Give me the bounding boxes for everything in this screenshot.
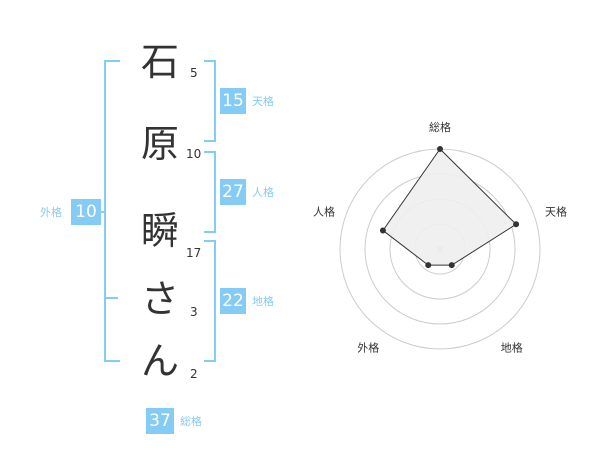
chikaku-label: 地格: [252, 295, 274, 308]
radar-point-4: [425, 262, 432, 269]
gaikaku-value: 10: [71, 199, 101, 225]
soukaku-label: 総格: [180, 415, 202, 428]
radar-point-2: [513, 221, 520, 228]
radar-axis-label-1: 総格: [429, 120, 451, 134]
jinkaku-value: 27: [220, 179, 246, 205]
stroke-count-4: 3: [190, 305, 198, 319]
gaikaku-bracket: [104, 60, 120, 362]
stroke-count-3: 17: [186, 246, 202, 260]
name-char-3: 瞬: [141, 209, 180, 253]
stroke-count-5: 2: [190, 367, 198, 381]
jinkaku-label: 人格: [252, 186, 274, 199]
name-char-2: 原: [141, 122, 180, 166]
radar-axis-label-2: 天格: [545, 204, 567, 218]
radar-point-1: [437, 146, 443, 152]
radar-axis-label-5: 人格: [313, 204, 335, 218]
radar-point-5: [379, 227, 386, 234]
gaikaku-bracket-mid: [104, 297, 118, 299]
chikaku-value: 22: [220, 288, 246, 314]
stroke-count-2: 10: [186, 147, 202, 161]
radar-area: [382, 148, 517, 266]
chikaku-bracket: [204, 240, 216, 362]
jinkaku-bracket: [204, 151, 216, 233]
name-char-5: ん: [141, 339, 180, 383]
tenkaku-bracket: [204, 60, 216, 142]
radar-axis-label-4: 外格: [357, 341, 379, 355]
tenkaku-label: 天格: [252, 95, 274, 108]
name-char-1: 石: [141, 40, 180, 84]
radar-point-3: [448, 262, 455, 269]
radar-axis-label-3: 地格: [501, 341, 523, 355]
stroke-count-1: 5: [190, 66, 198, 80]
soukaku-value: 37: [146, 408, 174, 434]
tenkaku-value: 15: [220, 88, 246, 114]
gaikaku-label: 外格: [40, 206, 62, 219]
name-char-4: さ: [141, 277, 180, 321]
